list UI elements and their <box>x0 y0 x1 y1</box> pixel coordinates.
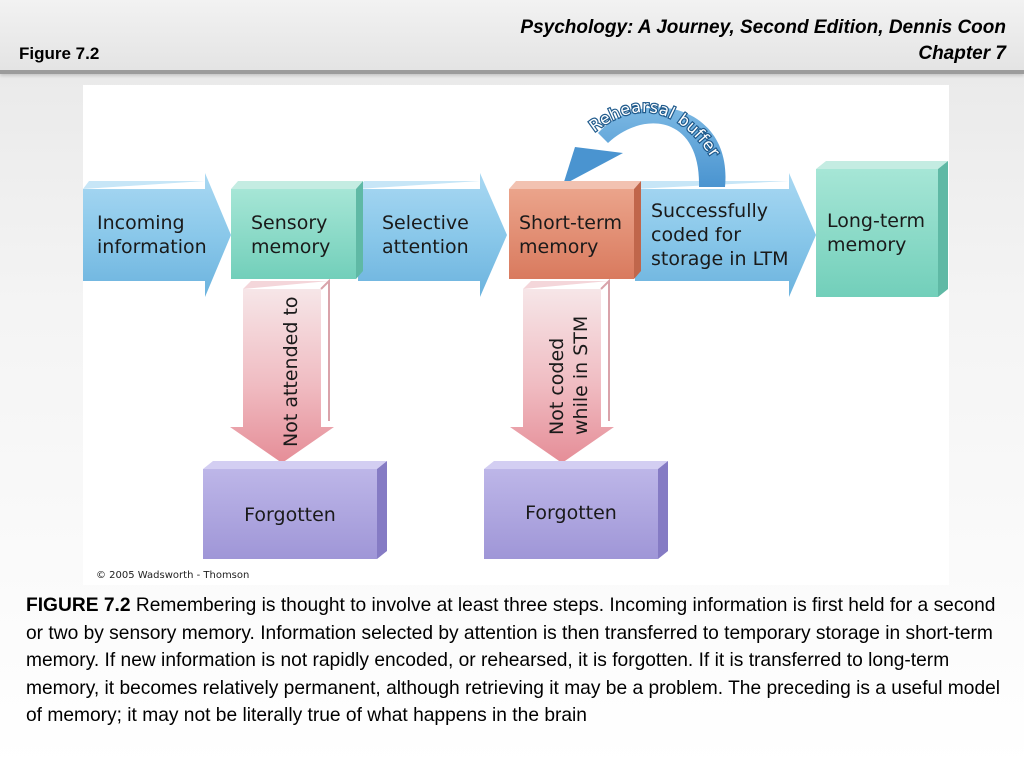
long-term-memory-box <box>816 161 948 297</box>
forgotten-label-1: Forgotten <box>244 504 336 526</box>
not-coded-line-1: Not coded <box>546 338 568 435</box>
successfully-coded-line-1: Successfully <box>651 200 768 222</box>
book-title-line-1: Psychology: A Journey, Second Edition, D… <box>520 17 1006 38</box>
selective-attention-line-1: Selective <box>382 212 469 234</box>
sensory-memory-box <box>231 181 363 279</box>
not-coded-arrow <box>510 278 614 463</box>
incoming-information-line-2: information <box>97 236 207 258</box>
diagram-canvas: Rehearsal buffer Incoming information Se… <box>83 96 948 581</box>
successfully-coded-line-2: coded for <box>651 224 741 246</box>
successfully-coded-line-3: storage in LTM <box>651 248 789 270</box>
book-title: Psychology: A Journey, Second Edition, D… <box>520 15 1006 67</box>
rehearsal-buffer-arrow: Rehearsal buffer <box>563 96 726 187</box>
short-term-memory-line-1: Short-term <box>519 212 622 234</box>
selective-attention-arrow <box>358 173 507 297</box>
figure-caption: FIGURE 7.2 Remembering is thought to inv… <box>26 592 1001 730</box>
forgotten-label-2: Forgotten <box>525 502 617 524</box>
caption-text: Remembering is thought to involve at lea… <box>26 595 1001 727</box>
forgotten-box-2 <box>484 461 668 559</box>
not-attended-arrow <box>230 278 334 463</box>
sensory-memory-line-2: memory <box>251 236 330 258</box>
long-term-memory-line-2: memory <box>827 234 906 256</box>
selective-attention-line-2: attention <box>382 236 469 258</box>
sensory-memory-line-1: Sensory <box>251 212 327 234</box>
slide-header <box>0 0 1024 74</box>
not-attended-label: Not attended to <box>280 296 302 447</box>
book-title-line-2: Chapter 7 <box>918 43 1006 64</box>
incoming-information-arrow <box>83 173 231 297</box>
memory-model-diagram: Rehearsal buffer Incoming information Se… <box>83 85 949 585</box>
short-term-memory-box <box>509 181 641 279</box>
incoming-information-line-1: Incoming <box>97 212 185 234</box>
long-term-memory-line-1: Long-term <box>827 210 925 232</box>
figure-label: Figure 7.2 <box>19 44 100 63</box>
not-coded-line-2: while in STM <box>570 316 592 435</box>
forgotten-box-1 <box>203 461 387 559</box>
short-term-memory-line-2: memory <box>519 236 598 258</box>
caption-figure-number: FIGURE 7.2 <box>26 595 131 616</box>
copyright-note: © 2005 Wadsworth - Thomson <box>96 570 249 581</box>
